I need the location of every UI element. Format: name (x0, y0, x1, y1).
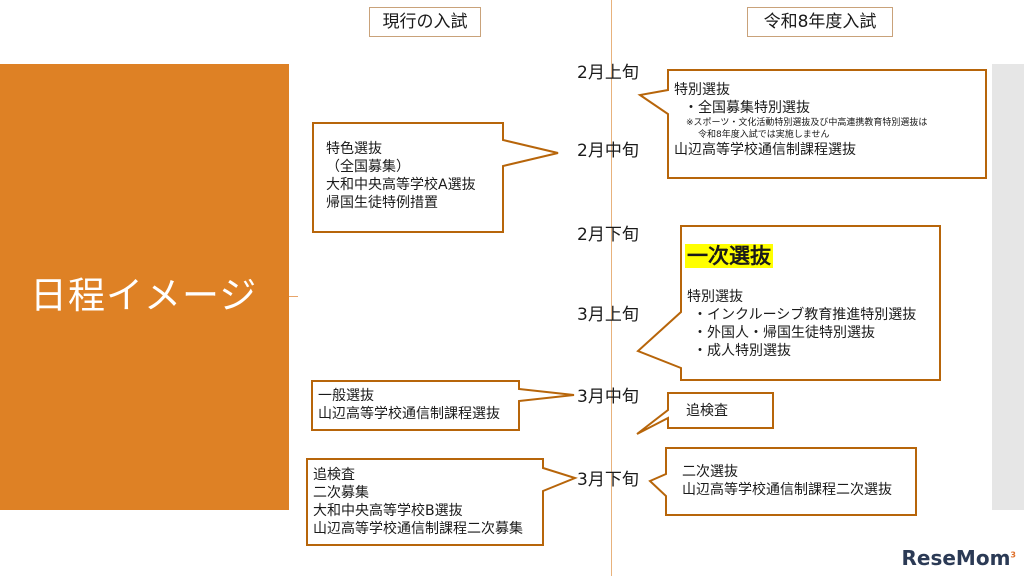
left-box-3-line: 二次募集 (313, 485, 369, 501)
divider-tick (289, 296, 298, 297)
date-feb-mid: 2月中旬 (577, 141, 639, 161)
right-box-1-heading: 特別選抜 (674, 82, 730, 98)
left-box-1-line: 特色選抜 (326, 141, 382, 157)
first-selection-heading: 一次選抜 (685, 244, 773, 268)
right-box-2-item: ・外国人・帰国生徒特別選抜 (693, 325, 875, 341)
left-box-1-line: 大和中央高等学校A選抜 (326, 177, 476, 193)
date-mar-early: 3月上旬 (577, 305, 639, 325)
resemom-logo: ReseMom3 (902, 546, 1017, 570)
timeline-line (611, 0, 612, 576)
date-mar-mid: 3月中旬 (577, 387, 639, 407)
right-box-4-item: 二次選抜 (682, 464, 738, 480)
right-box-2-item: 特別選抜 (687, 289, 743, 305)
date-feb-early: 2月上旬 (577, 63, 639, 83)
left-box-3-line: 追検査 (313, 467, 355, 483)
logo-text: ReseMom (901, 546, 1011, 570)
header-new: 令和8年度入試 (747, 7, 893, 37)
left-box-3-line: 山辺高等学校通信制課程二次募集 (313, 521, 523, 537)
left-box-1-line: （全国募集） (326, 159, 410, 175)
date-mar-late: 3月下旬 (577, 470, 639, 490)
right-box-2-text: 特別選抜 ・インクルーシブ教育推進特別選抜 ・外国人・帰国生徒特別選抜 ・成人特… (687, 288, 916, 360)
right-box-1-item: 山辺高等学校通信制課程選抜 (674, 142, 856, 158)
side-bar (992, 64, 1024, 510)
left-box-2-text: 一般選抜 山辺高等学校通信制課程選抜 (318, 387, 500, 423)
right-box-1-note: ※スポーツ・文化活動特別選抜及び中高連携教育特別選抜は (686, 118, 928, 128)
callout-left-2 (311, 380, 575, 431)
title-panel (0, 64, 289, 510)
header-current: 現行の入試 (369, 7, 481, 37)
left-box-2-line: 一般選抜 (318, 388, 374, 404)
page-title: 日程イメージ (30, 274, 258, 317)
callout-right-1 (637, 69, 987, 179)
callout-left-3 (306, 458, 578, 546)
callout-left-1 (312, 122, 559, 233)
callout-right-3 (636, 392, 774, 435)
right-box-3-item: 追検査 (686, 403, 728, 419)
callout-right-4 (648, 447, 917, 516)
left-box-1-line: 帰国生徒特例措置 (326, 195, 438, 211)
logo-sup: 3 (1010, 550, 1016, 560)
right-box-3-text: 追検査 (686, 402, 728, 420)
left-box-3-line: 大和中央高等学校B選抜 (313, 503, 463, 519)
left-box-1-text: 特色選抜 （全国募集） 大和中央高等学校A選抜 帰国生徒特例措置 (326, 140, 476, 212)
date-feb-late: 2月下旬 (577, 225, 639, 245)
right-box-2-item: ・成人特別選抜 (693, 343, 791, 359)
right-box-1-text: 特別選抜 ・全国募集特別選抜 ※スポーツ・文化活動特別選抜及び中高連携教育特別選… (674, 81, 927, 159)
right-box-1-item: ・全国募集特別選抜 (684, 100, 810, 116)
right-box-4-text: 二次選抜 山辺高等学校通信制課程二次選抜 (682, 463, 892, 499)
right-box-1-note: 令和8年度入試では実施しません (698, 130, 830, 140)
right-box-2-heading-wrap: 一次選抜 (685, 242, 773, 270)
left-box-2-line: 山辺高等学校通信制課程選抜 (318, 406, 500, 422)
left-box-3-text: 追検査 二次募集 大和中央高等学校B選抜 山辺高等学校通信制課程二次募集 (313, 466, 523, 538)
right-box-2-item: ・インクルーシブ教育推進特別選抜 (693, 307, 917, 323)
right-box-4-item: 山辺高等学校通信制課程二次選抜 (682, 482, 892, 498)
